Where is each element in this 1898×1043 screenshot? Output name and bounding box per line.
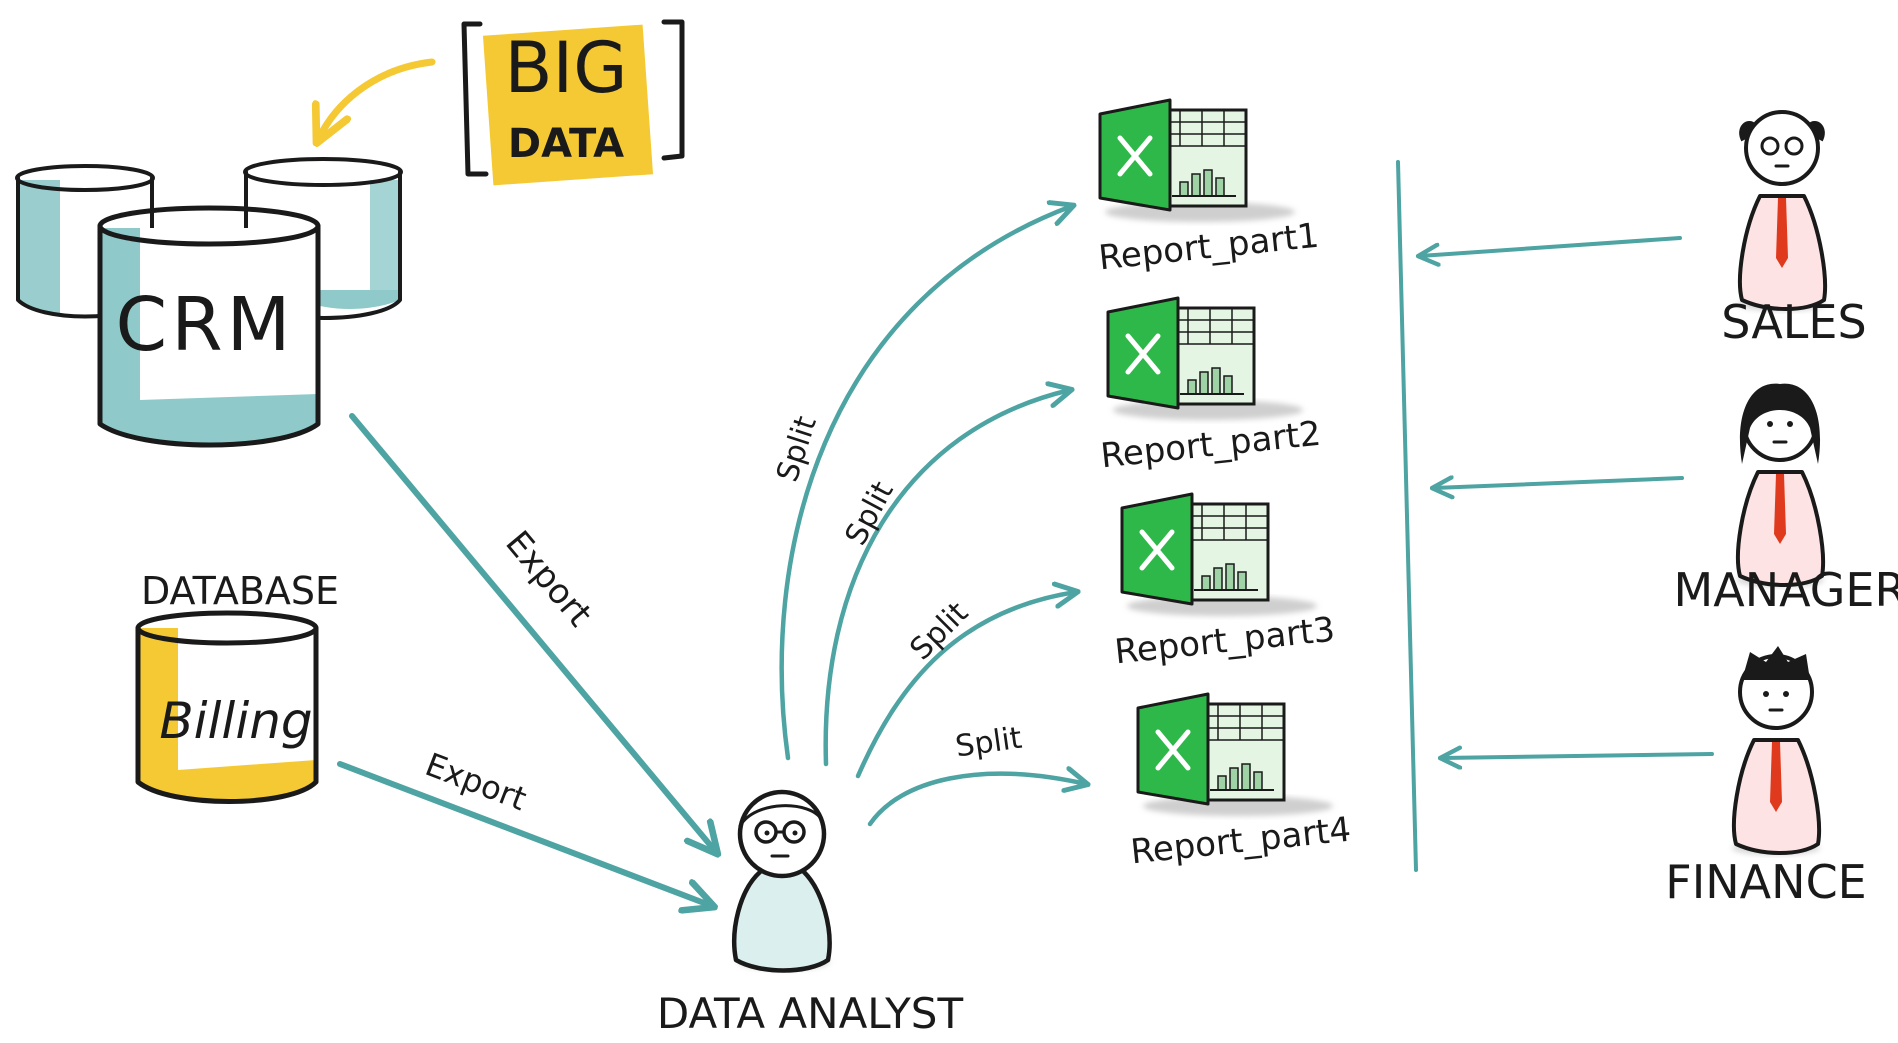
crm-database-stack: CRM xyxy=(15,157,403,448)
report-label: Report_part2 xyxy=(1099,414,1323,477)
person-figure xyxy=(1732,646,1822,855)
role-arrow xyxy=(1434,478,1684,488)
excel-icon xyxy=(1120,492,1317,616)
database-caption: DATABASE xyxy=(141,569,339,613)
export-billing-arrow: Export xyxy=(337,745,712,906)
tie xyxy=(1770,742,1782,812)
crm-label: CRM xyxy=(116,282,295,368)
report-item: Report_part4 xyxy=(1129,692,1353,873)
analyst-label: DATA ANALYST xyxy=(657,989,964,1038)
role-label: SALES xyxy=(1721,295,1866,349)
report-label: Report_part3 xyxy=(1113,610,1337,673)
split-label-4: Split xyxy=(953,721,1024,765)
big-data-sticker: BIG DATA xyxy=(461,19,685,186)
report-list: Report_part1Report_part2Report_part3Repo… xyxy=(1097,98,1353,873)
split-arrow-4: Split xyxy=(867,721,1086,827)
split-label-1: Split xyxy=(770,412,824,486)
report-item: Report_part1 xyxy=(1097,98,1321,279)
split-arrow-2: Split xyxy=(823,390,1070,767)
report-label: Report_part1 xyxy=(1097,216,1321,279)
split-arrow-1: Split xyxy=(770,206,1072,761)
data-analyst-figure: DATA ANALYST xyxy=(657,789,964,1038)
billing-database: DATABASE Billing xyxy=(135,569,339,804)
role-item: SALES xyxy=(1420,110,1867,349)
role-arrow xyxy=(1442,754,1714,758)
export-billing-label: Export xyxy=(420,745,531,818)
person-figure xyxy=(1736,383,1826,587)
divider-line xyxy=(1396,160,1418,872)
role-label: MANAGER xyxy=(1674,563,1898,617)
big-data-arrow xyxy=(318,58,436,140)
tie xyxy=(1774,474,1786,544)
role-arrow xyxy=(1420,236,1682,256)
role-list: SALES MANAGER FINANCE xyxy=(1420,110,1898,909)
split-label-2: Split xyxy=(839,476,901,551)
big-data-subtitle: DATA xyxy=(508,121,624,167)
export-crm-label: Export xyxy=(497,523,599,634)
report-label: Report_part4 xyxy=(1129,810,1353,873)
role-item: FINANCE xyxy=(1442,646,1867,909)
excel-icon xyxy=(1098,98,1295,222)
report-item: Report_part3 xyxy=(1113,492,1337,673)
role-label: FINANCE xyxy=(1665,855,1867,909)
excel-icon xyxy=(1136,692,1333,816)
tie xyxy=(1776,198,1788,268)
report-item: Report_part2 xyxy=(1099,296,1323,477)
role-item: MANAGER xyxy=(1434,383,1898,617)
crm-cylinder: CRM xyxy=(97,205,321,448)
big-data-title: BIG xyxy=(505,27,628,109)
billing-label: Billing xyxy=(159,692,312,750)
excel-icon xyxy=(1106,296,1303,420)
person-figure xyxy=(1738,110,1828,311)
